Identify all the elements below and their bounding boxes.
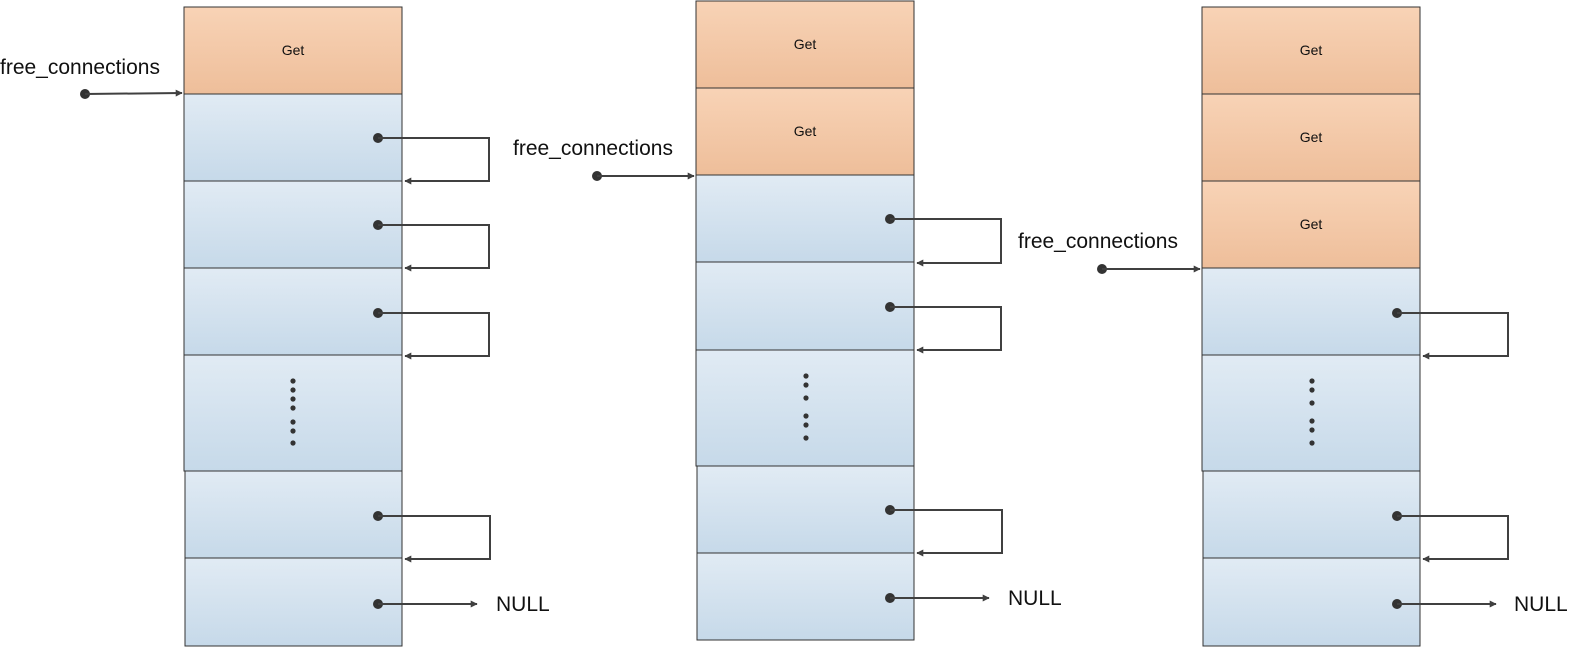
next-link [885,505,1003,557]
free-slot-last [696,552,915,641]
used-slot-label: Get [282,42,305,58]
used-slot [1201,93,1421,182]
used-slot [1201,6,1421,95]
null-link [373,599,478,609]
used-slot [695,87,915,176]
free-slot [183,180,403,269]
used-slot-label: Get [1300,42,1323,58]
next-link [885,214,1002,267]
next-link [373,308,490,360]
free-connections-label: free_connections [1018,230,1178,253]
free-connections-label: free_connections [0,56,160,79]
gap-slot [183,354,403,472]
ellipsis-dots [1309,378,1315,446]
free-connections-pointer [80,89,183,99]
used-slot-label: Get [794,36,817,52]
next-link [373,220,490,272]
used-slot-label: Get [1300,129,1323,145]
free-connections-label: free_connections [513,137,673,160]
used-slot-label: Get [1300,216,1323,232]
free-slot [1201,267,1421,356]
free-connections-pointer [592,171,695,181]
used-slot [695,0,915,89]
free-slot [183,93,403,182]
next-link [1392,308,1509,360]
free-connections-pointer [1097,264,1201,274]
next-link [1392,511,1509,563]
free-slot [695,174,915,263]
free-slot [1202,470,1421,559]
free-slot [183,267,403,356]
stack-1: Get free_connections [0,6,550,647]
ellipsis-dots [803,373,809,441]
stack-2: Get Get free_connections [513,0,1062,641]
null-label: NULL [1008,587,1062,610]
null-link [885,593,990,603]
next-link [373,511,491,563]
free-slot [695,261,915,351]
null-link [1392,599,1497,609]
free-slot-last [184,557,403,647]
ellipsis-dots [290,378,296,446]
gap-slot [1201,354,1421,472]
null-label: NULL [496,593,550,616]
used-slot [183,6,403,95]
free-slot [696,465,915,554]
used-slot-label: Get [794,123,817,139]
free-slot-last [1202,557,1421,647]
gap-slot [695,349,915,467]
next-link [885,302,1002,354]
free-slot [184,470,403,559]
used-slot [1201,180,1421,269]
stack-3: Get Get Get free_connections NULL [1018,6,1568,647]
next-link [373,133,490,185]
null-label: NULL [1514,593,1568,616]
